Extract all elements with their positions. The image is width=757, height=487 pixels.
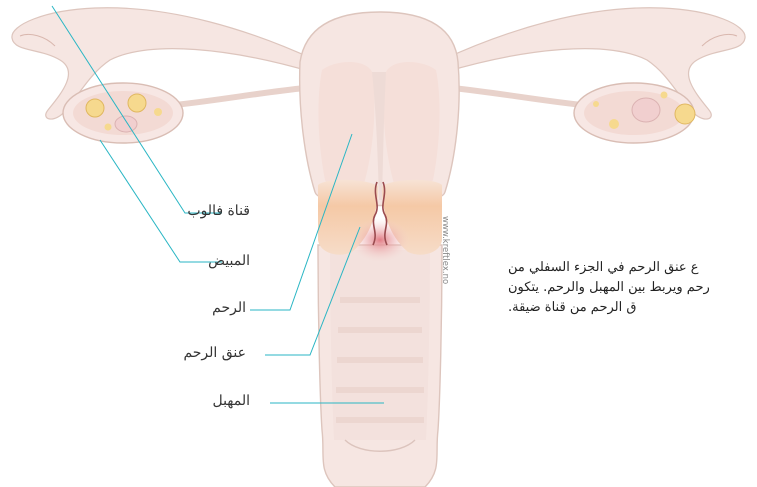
ovary-left	[63, 83, 183, 143]
description-line-2: رحم ويربط بين المهبل والرحم. يتكون	[508, 278, 757, 298]
label-ovary: المبيض	[208, 253, 250, 269]
leader-ovary	[100, 140, 222, 262]
description-panel: ع عنق الرحم في الجزء السفلي من رحم ويربط…	[508, 258, 757, 348]
vagina	[318, 245, 442, 487]
ovarian-ligament-right	[452, 88, 582, 105]
ovary-right	[574, 83, 695, 143]
label-uterus: الرحم	[212, 300, 246, 316]
uterus	[300, 12, 459, 206]
label-fallopian-tube: قناة فالوب	[187, 203, 250, 219]
ovarian-ligament-left	[175, 88, 305, 105]
label-vagina: المهبل	[212, 393, 250, 409]
label-cervix: عنق الرحم	[183, 345, 246, 361]
description-line-1: ع عنق الرحم في الجزء السفلي من	[508, 258, 757, 278]
watermark: www.kreftlex.no	[440, 216, 450, 284]
description-line-3: ق الرحم من قناة ضيقة.	[508, 298, 757, 318]
